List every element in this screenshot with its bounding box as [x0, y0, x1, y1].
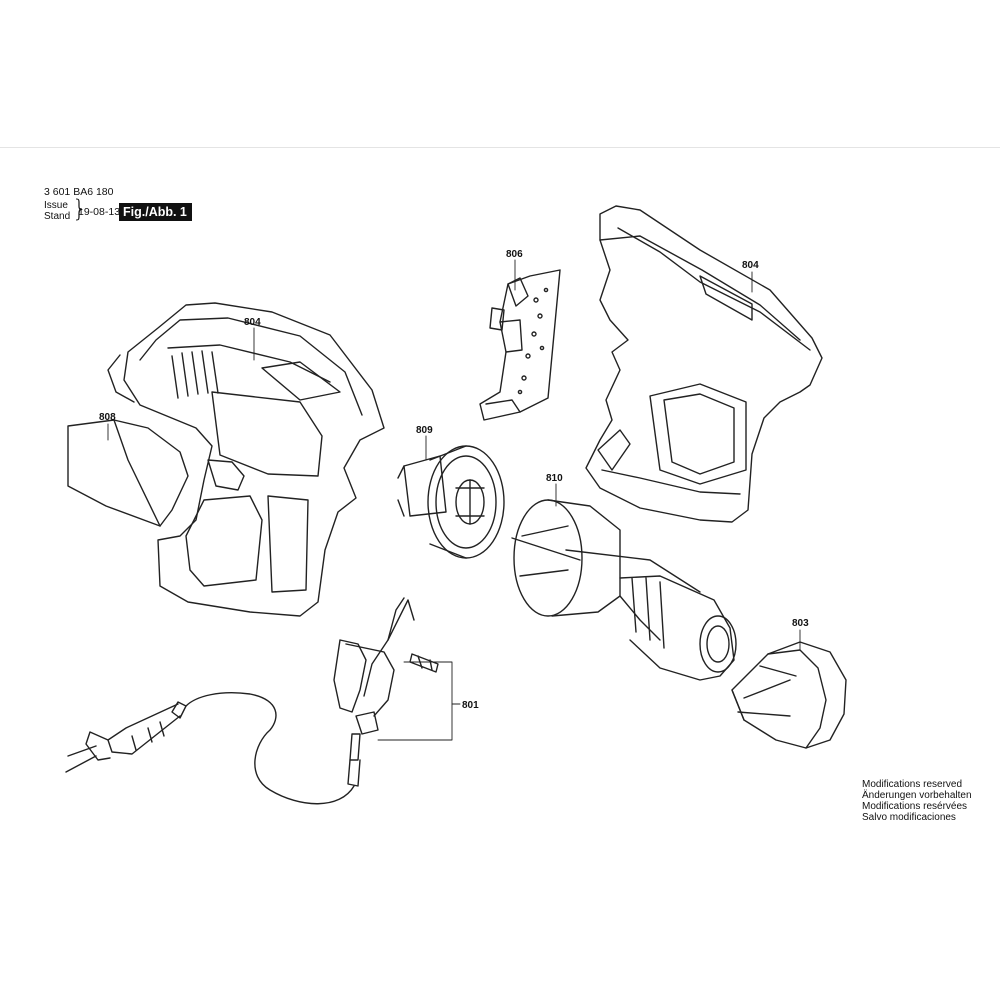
disclaimer-line-es: Salvo modificaciones	[862, 812, 956, 823]
label-803: 803	[792, 618, 809, 629]
figure-badge: Fig./Abb. 1	[119, 203, 192, 222]
power-cord-801	[65, 597, 439, 805]
disclaimer-line-fr: Modifications resérvées	[862, 801, 968, 812]
model-number: 3 601 BA6 180	[44, 186, 114, 198]
modifications-notice: Modifications reserved Änderungen vorbeh…	[862, 779, 972, 823]
issue-date: 19-08-13	[78, 206, 121, 218]
label-804-right: 804	[742, 260, 759, 271]
issue-label: Issue	[44, 200, 68, 211]
label-809: 809	[416, 425, 433, 436]
label-801: 801	[462, 700, 479, 711]
label-808: 808	[99, 412, 116, 423]
heating-element-810	[511, 499, 737, 681]
nozzle-808	[67, 419, 189, 527]
label-806: 806	[506, 249, 523, 260]
leader-lines	[107, 259, 801, 741]
brace-glyph: }	[72, 195, 88, 223]
issue-block: Issue Stand } 19-08-13 Fig./Abb. 1	[44, 195, 244, 230]
housing-left	[107, 302, 385, 617]
circuit-board-806	[479, 269, 561, 421]
disclaimer-line-de: Änderungen vorbehalten	[862, 790, 972, 801]
fan-motor-809	[397, 445, 505, 559]
disclaimer-line-en: Modifications reserved	[862, 779, 963, 790]
top-divider	[0, 147, 1000, 148]
housing-right	[585, 205, 823, 523]
stand-label: Stand	[44, 211, 71, 222]
label-810: 810	[546, 473, 563, 484]
cap-803	[731, 641, 847, 749]
label-804-left: 804	[244, 317, 261, 328]
